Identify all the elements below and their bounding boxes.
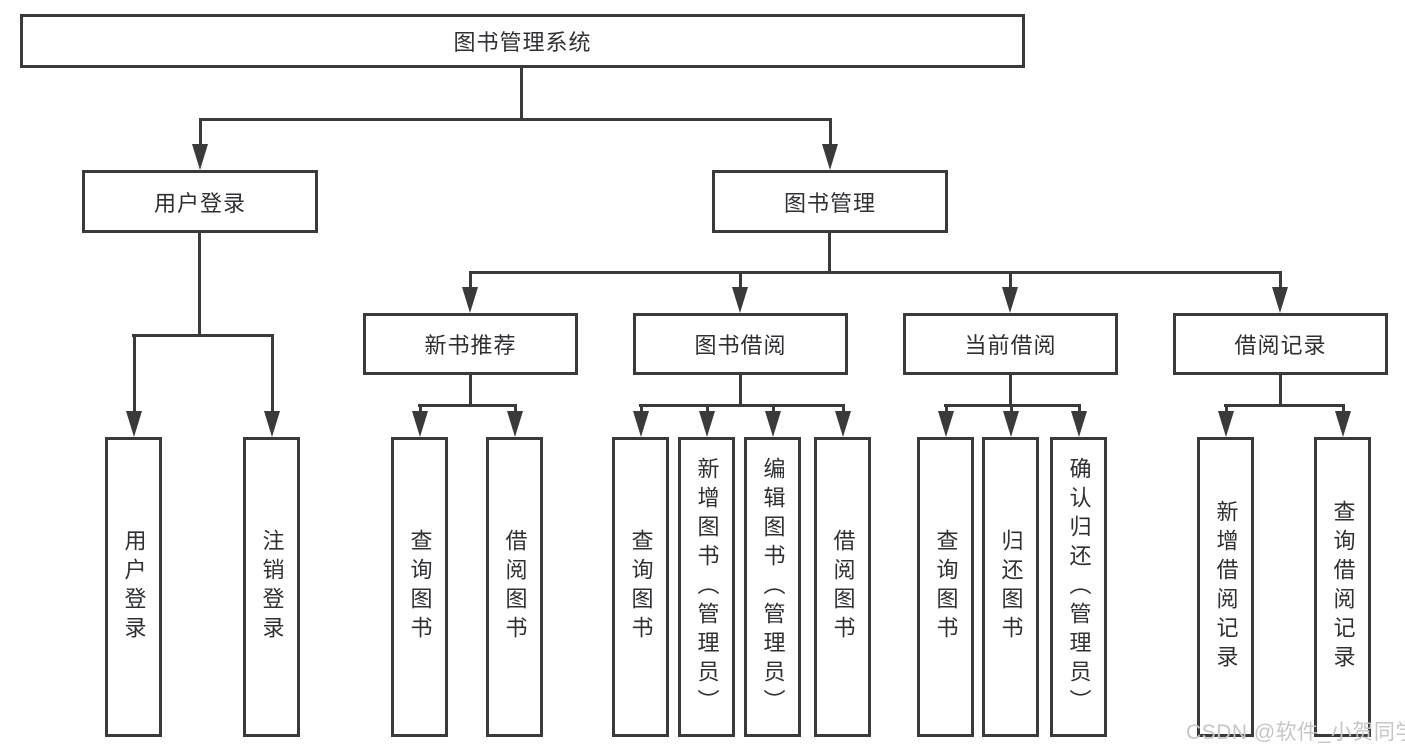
node-borrow-records: 借阅记录 [1173,313,1388,375]
arrow-rec-query-books [412,405,428,437]
node-new-book-rec: 新书推荐 [363,313,578,375]
leaf-records-add-record: 新增借阅记录 [1197,437,1254,737]
arrow-records-query-record [1335,405,1351,437]
leaf-rec-borrow-books: 借阅图书 [486,437,543,737]
node-book-mgmt: 图书管理 [712,170,948,233]
connector-root-stem [520,68,523,119]
connector-user-login-split [132,334,274,337]
arrow-to-book-mgmt [822,119,838,170]
connector-book-borrow-split [639,404,845,407]
arrow-to-leaf-logout [264,335,280,437]
connector-current-borrow-split [944,404,1081,407]
connector-new-book-rec-stem [469,375,472,405]
connector-borrow-records-stem [1279,375,1282,405]
arrow-current-confirm-return [1071,405,1087,437]
arrow-to-new-book-rec [462,272,478,313]
node-book-borrow: 图书借阅 [633,313,848,375]
arrow-to-borrow-records [1272,272,1288,313]
node-root-library-system: 图书管理系统 [20,14,1025,68]
arrow-records-add-record [1218,405,1234,437]
arrow-current-return-books [1003,405,1019,437]
csdn-watermark: CSDN @软件_小贺同学 [1186,721,1405,744]
leaf-current-return-books: 归还图书 [982,437,1039,737]
leaf-borrow-add-books-admin: 新增图书（管理员） [678,437,735,737]
arrow-rec-borrow-books [507,405,523,437]
leaf-logout: 注销登录 [243,437,300,737]
node-current-borrow: 当前借阅 [903,313,1118,375]
arrow-borrow-query-books [633,405,649,437]
leaf-user-login: 用户登录 [105,437,162,737]
connector-borrow-records-split [1224,404,1345,407]
arrow-to-user-login [192,119,208,170]
arrow-to-book-borrow [732,272,748,313]
leaf-records-query-record: 查询借阅记录 [1314,437,1371,737]
connector-book-mgmt-stem [828,233,831,272]
arrow-borrow-edit-books [765,405,781,437]
leaf-current-confirm-return-admin: 确认归还（管理员） [1050,437,1107,737]
arrow-to-current-borrow [1002,272,1018,313]
connector-current-borrow-stem [1009,375,1012,405]
leaf-borrow-query-books: 查询图书 [612,437,669,737]
arrow-current-query-books [938,405,954,437]
leaf-borrow-borrow-books: 借阅图书 [814,437,871,737]
connector-level2-split [199,118,832,121]
arrow-borrow-borrow-books [835,405,851,437]
connector-user-login-stem [198,233,201,335]
node-user-login: 用户登录 [82,170,318,233]
leaf-borrow-edit-books-admin: 编辑图书（管理员） [744,437,801,737]
connector-book-borrow-stem [739,375,742,405]
connector-level3-split [469,271,1282,274]
connector-new-book-rec-split [418,404,517,407]
leaf-rec-query-books: 查询图书 [391,437,448,737]
arrow-to-leaf-login [126,335,142,437]
arrow-borrow-add-books [699,405,715,437]
leaf-current-query-books: 查询图书 [917,437,974,737]
